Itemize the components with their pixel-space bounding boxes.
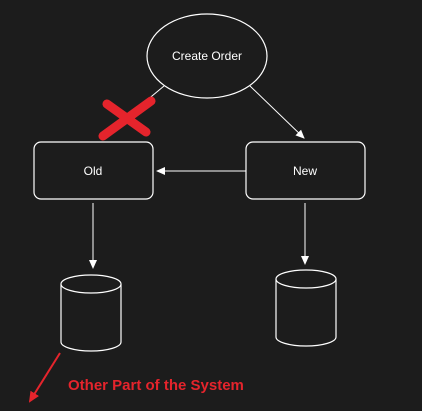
new-label: New [293, 164, 317, 178]
other-part-annotation: Other Part of the System [68, 377, 244, 394]
old-database-icon [60, 274, 122, 352]
old-label: Old [84, 164, 103, 178]
edge-create-to-new [249, 85, 305, 139]
old-node: Old [33, 141, 154, 200]
create-order-label: Create Order [172, 49, 242, 63]
red-arrow-icon [28, 352, 61, 403]
create-order-node: Create Order [146, 13, 268, 99]
new-database-icon [275, 269, 337, 347]
red-x-icon [98, 96, 156, 141]
new-node: New [245, 141, 366, 200]
